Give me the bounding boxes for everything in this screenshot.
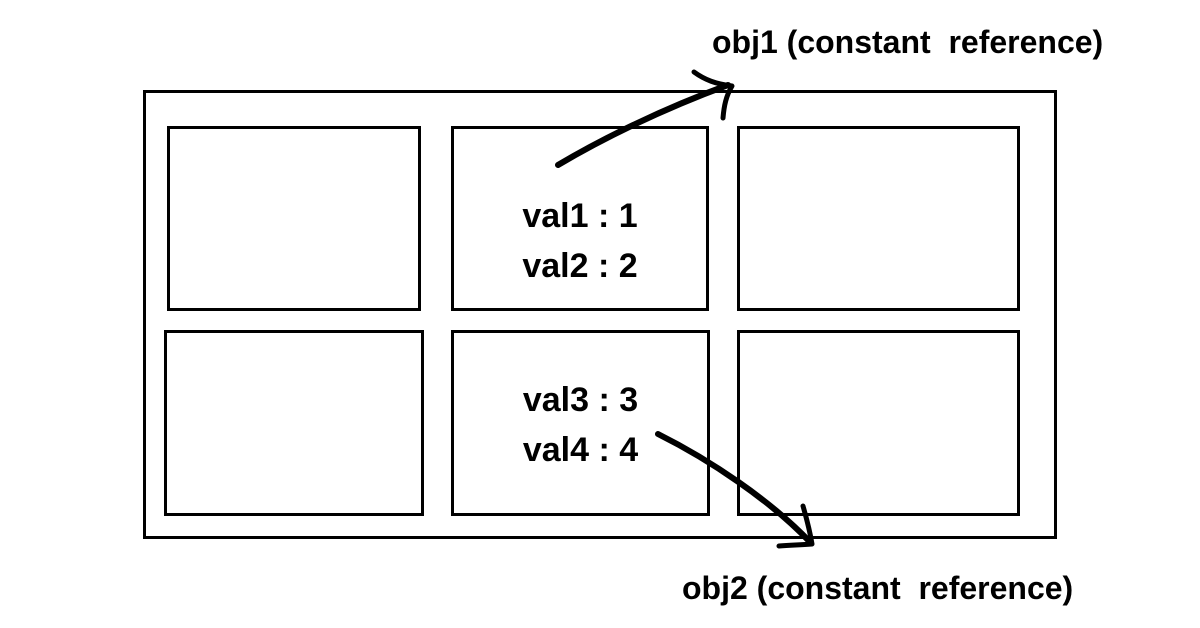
memory-cell-1: [167, 126, 421, 311]
memory-cell-2: val1 : 1 val2 : 2: [451, 126, 709, 311]
memory-cell-5: val3 : 3 val4 : 4: [451, 330, 710, 516]
val1-text: val1 : 1: [522, 197, 638, 235]
cell-values: val1 : 1 val2 : 2: [454, 191, 706, 291]
cell-values: val3 : 3 val4 : 4: [454, 375, 707, 475]
memory-cell-4: [164, 330, 424, 516]
memory-cell-6: [737, 330, 1020, 516]
obj1-label: obj1 (constant reference): [712, 24, 1104, 60]
obj2-label: obj2 (constant reference): [682, 570, 1074, 606]
memory-cell-3: [737, 126, 1020, 311]
val3-text: val3 : 3: [522, 381, 639, 419]
val4-text: val4 : 4: [522, 431, 639, 469]
val2-text: val2 : 2: [522, 247, 638, 285]
